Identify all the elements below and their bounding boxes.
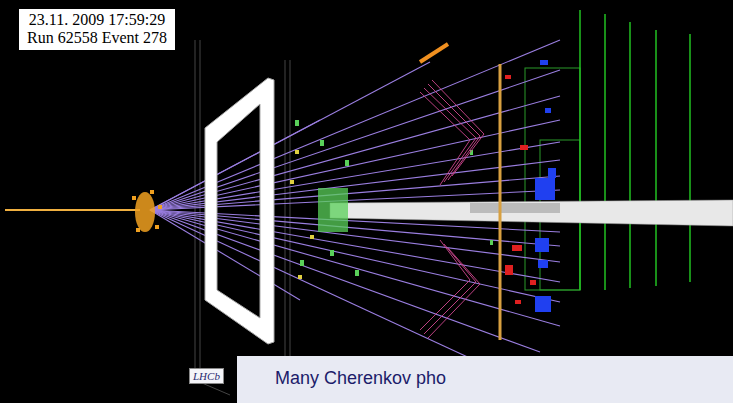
timestamp-box: 23.11. 2009 17:59:29Run 62558 Event 278 bbox=[18, 8, 176, 51]
node-text: Run 62558 Event 278 bbox=[27, 29, 167, 47]
logo-label: LHCb bbox=[189, 368, 224, 384]
bullet-panel: Many Cherenkov pho bbox=[237, 356, 733, 403]
node-text: Many Cherenkov pho bbox=[275, 368, 723, 389]
node-text: 23.11. 2009 17:59:29 bbox=[27, 11, 167, 29]
